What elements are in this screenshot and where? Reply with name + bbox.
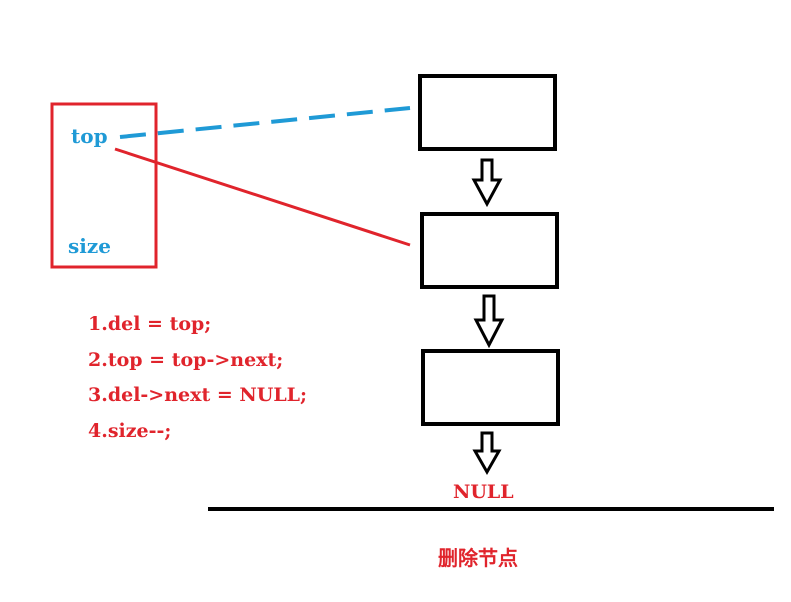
top-new-pointer	[114, 147, 411, 247]
stack-struct-box	[50, 102, 158, 269]
code-step-1: 1.del = top;	[88, 313, 212, 335]
node-3	[421, 349, 560, 426]
code-step-2: 2.top = top->next;	[88, 349, 284, 371]
diagram-caption: 删除节点	[438, 546, 518, 570]
next-arrow-3	[472, 431, 502, 476]
top-label: top	[71, 124, 108, 148]
next-arrow-2	[473, 294, 505, 349]
size-label: size	[68, 234, 111, 258]
null-label: NULL	[453, 481, 514, 503]
top-old-pointer	[119, 106, 411, 139]
next-arrow-1	[471, 158, 503, 208]
code-step-3: 3.del->next = NULL;	[88, 384, 308, 406]
node-1	[418, 74, 557, 151]
code-step-4: 4.size--;	[88, 420, 172, 442]
node-2	[420, 212, 559, 289]
